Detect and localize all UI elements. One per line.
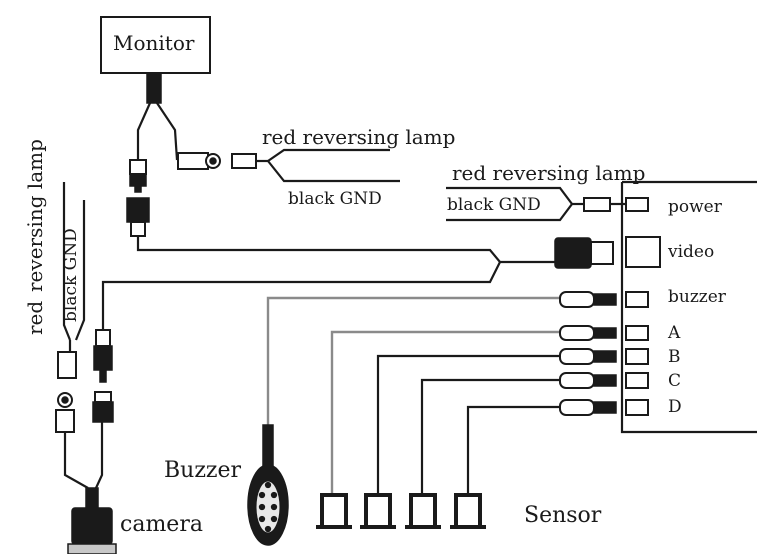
buzzer-device [247,424,289,546]
port-d-label: D [668,397,682,417]
port-video-label: video [667,242,714,262]
port-c-label: C [668,371,681,391]
monitor-wiring [101,102,502,330]
camera-red-label: red [23,301,47,335]
camera-label: camera [120,512,203,537]
camera-device [63,422,117,554]
camera-lamp-lead [55,182,86,433]
monitor-red-reversing-lamp-label: red reversing lamp [262,125,455,149]
sensor-leads [330,325,617,495]
monitor-black-gnd-label: black GND [288,189,382,209]
port-b-label: B [668,347,681,367]
buzzer-lead [266,291,617,430]
sensor-label: Sensor [524,503,602,528]
buzzer-label: Buzzer [164,458,242,483]
control-box [620,180,757,434]
sensors [316,493,486,529]
camera-video-connector [92,329,114,423]
port-power-label: power [668,197,723,217]
power-black-gnd-label: black GND [447,195,541,215]
camera-black-gnd-label: black GND [61,228,81,322]
power-lead [446,186,626,222]
camera-reversing-lamp-label: reversing lamp [23,139,47,292]
port-buzzer-label: buzzer [668,287,727,307]
port-a-label: A [667,323,681,343]
monitor-unit: Monitor [100,16,211,104]
power-red-reversing-lamp-label: red reversing lamp [452,161,645,185]
video-connector [500,237,614,269]
monitor-label: Monitor [113,31,195,55]
